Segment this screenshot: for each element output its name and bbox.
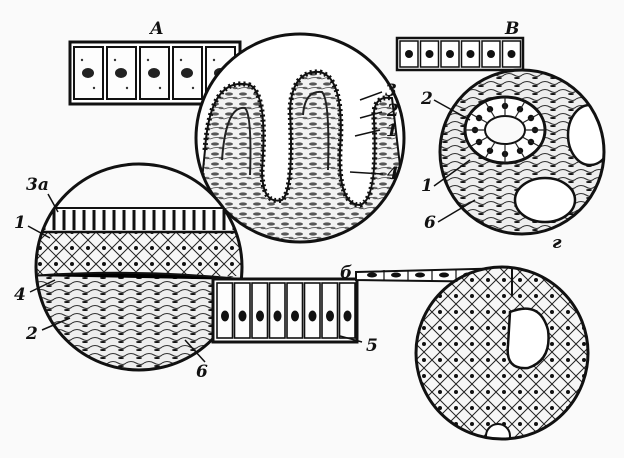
cell-nucleus [291,310,299,322]
callout-c4: 4 [14,285,26,305]
cell-border [514,141,526,159]
granule [146,58,150,62]
callout-a4: 4 [387,164,399,184]
cuboidal-epithelium-strip [68,40,242,106]
cell-border [470,112,488,124]
callout-c2: 2 [25,324,38,344]
callout-c5: 5 [366,336,378,356]
cell-nucleus [466,50,475,58]
callout-a2: 2 [386,101,399,121]
panel-d [355,265,590,441]
cell-nucleus [115,68,127,78]
columnar-epithelium-strip [211,277,359,344]
cell-nucleus [405,50,413,58]
panel-b [395,36,606,236]
callout-a3: 3 [385,81,397,101]
columnar-cell [303,282,321,339]
cell-nucleus [82,68,94,78]
panel-letter-b: В [504,19,519,39]
cell-border [484,101,496,119]
cell-nucleus [487,50,495,58]
flat-nucleus [367,272,377,278]
callout-c1: 1 [14,213,26,233]
gland-circle-outline [438,68,606,236]
cell-nucleus [148,68,160,78]
cell-border [522,136,540,148]
cell-nucleus [181,68,193,78]
granule [212,58,216,62]
columnar-cell [233,282,251,339]
panel-letter-a: А [148,19,164,39]
panel-letter-d: б [340,263,352,283]
cell-nucleus [256,310,264,322]
callout-b1: 1 [421,176,433,196]
callout-c3a: 3а [26,175,49,195]
stratified-circle-outline [414,265,590,441]
granule [113,58,117,62]
cell-nucleus [308,310,317,322]
granule [125,86,129,90]
callout-a1: 1 [386,121,398,141]
columnar-cell [268,282,286,339]
cell-nucleus [446,50,454,58]
cell-nucleus [238,310,247,322]
callout-c6: 6 [196,362,208,382]
cell-nucleus [221,310,229,322]
columnar-cell [251,282,269,339]
columnar-cell [216,282,234,339]
callout-b6: 6 [424,213,436,233]
wall-circle-outline [34,162,244,372]
panel-a [68,32,406,244]
cell-border [522,112,540,124]
columnar-cell [338,282,356,339]
cell-nucleus [507,50,516,58]
gland-circle [440,70,604,234]
stratified-circle [416,267,588,439]
leader-lines [27,91,476,363]
granule [191,86,195,90]
granule [158,86,162,90]
cell-nucleus [273,310,282,322]
villi-circle [196,34,404,242]
cell-nucleus [326,310,334,322]
cell-nucleus [425,50,434,58]
labels: А В г б 3 2 1 4 2 1 6 3а 1 4 2 6 5 [14,19,562,382]
columnar-cell [286,282,304,339]
granule [92,86,96,90]
cell-border [514,101,526,119]
villi-circle-outline [194,32,406,244]
flat-nucleus [415,272,425,278]
granule [179,58,183,62]
cell-border [470,136,488,148]
columnar-cell [321,282,339,339]
cell-border [484,141,496,159]
cuboidal-strip-b [395,36,525,72]
panel-letter-g: г [552,233,562,253]
flat-nucleus [439,272,449,278]
granule [80,58,84,62]
cell-nucleus [343,310,352,322]
flat-nucleus [391,272,401,278]
callout-b2: 2 [420,89,433,109]
